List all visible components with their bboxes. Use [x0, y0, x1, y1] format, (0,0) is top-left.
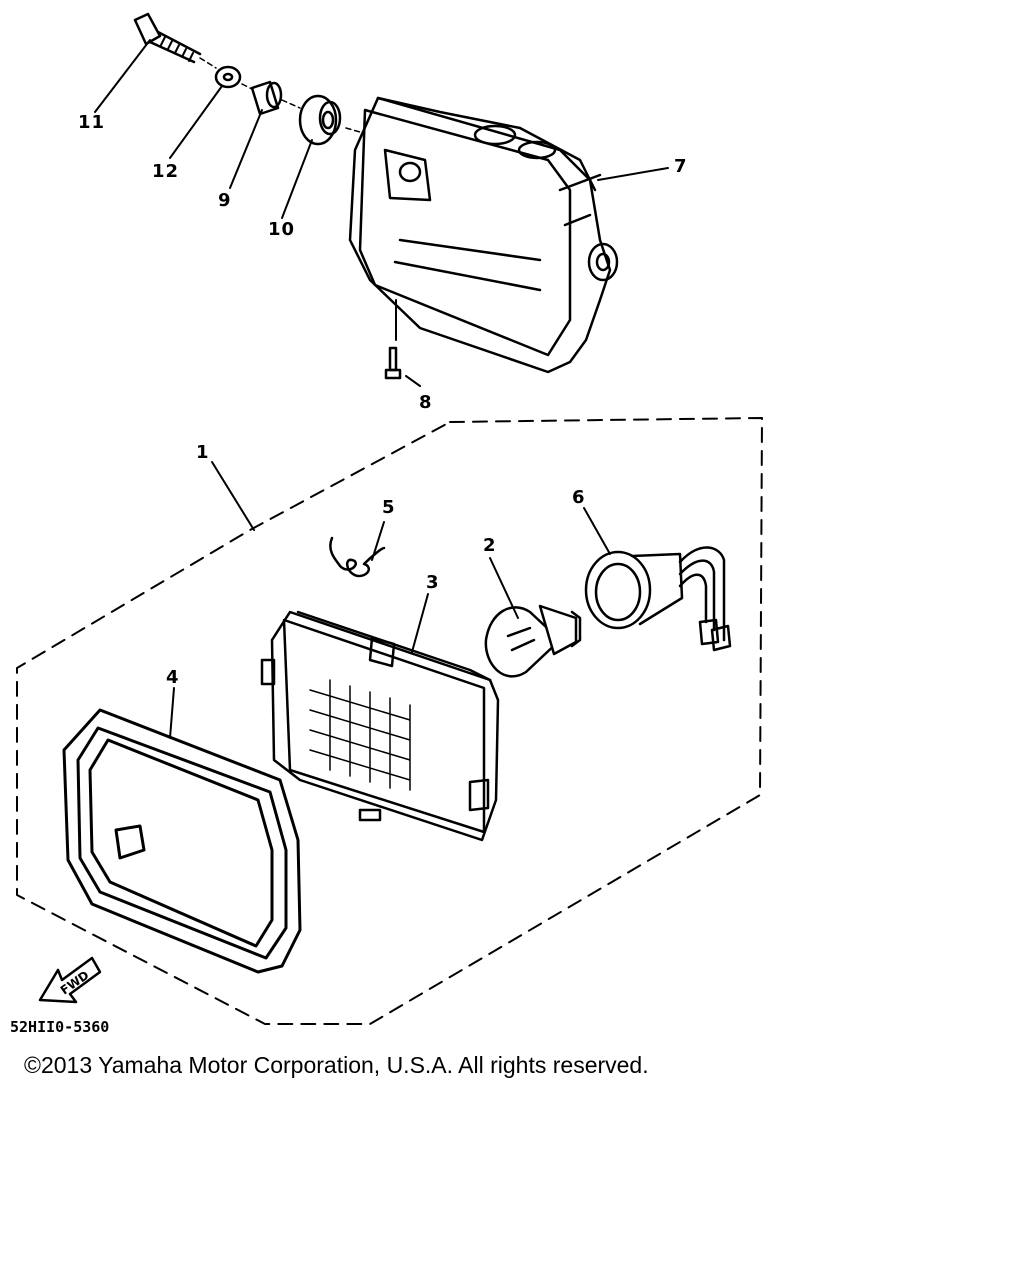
- assembly-boundary: [16, 417, 763, 1025]
- callout-6: 6: [572, 487, 586, 508]
- callout-9: 9: [218, 190, 232, 211]
- spring-clip: [329, 536, 386, 578]
- callout-3: 3: [426, 572, 440, 593]
- leader-lines: [94, 39, 669, 739]
- collar: [250, 80, 283, 116]
- diagram-part-code: 52HII0-5360: [10, 1018, 110, 1036]
- bulb-socket: [584, 546, 732, 652]
- headlight-housing: [348, 96, 619, 374]
- callout-4: 4: [166, 667, 180, 688]
- callout-8: 8: [419, 392, 433, 413]
- screw: [384, 346, 402, 380]
- washer: [214, 65, 242, 89]
- callout-11: 11: [78, 112, 106, 133]
- callout-7: 7: [674, 156, 688, 177]
- bolt: [133, 12, 202, 64]
- callout-10: 10: [268, 219, 296, 240]
- grommet: [298, 94, 342, 146]
- bulb: [484, 604, 582, 678]
- headlight-rim: [62, 708, 302, 974]
- callout-1: 1: [196, 442, 210, 463]
- lens-pattern: [309, 679, 411, 791]
- callout-2: 2: [483, 535, 497, 556]
- exploded-parts-diagram: FWD: [16, 12, 763, 1025]
- fwd-arrow-icon: FWD: [38, 956, 102, 1004]
- lens-unit: [260, 610, 500, 842]
- callout-5: 5: [382, 497, 396, 518]
- callout-12: 12: [152, 161, 180, 182]
- copyright-notice: ©2013 Yamaha Motor Corporation, U.S.A. A…: [24, 1052, 649, 1078]
